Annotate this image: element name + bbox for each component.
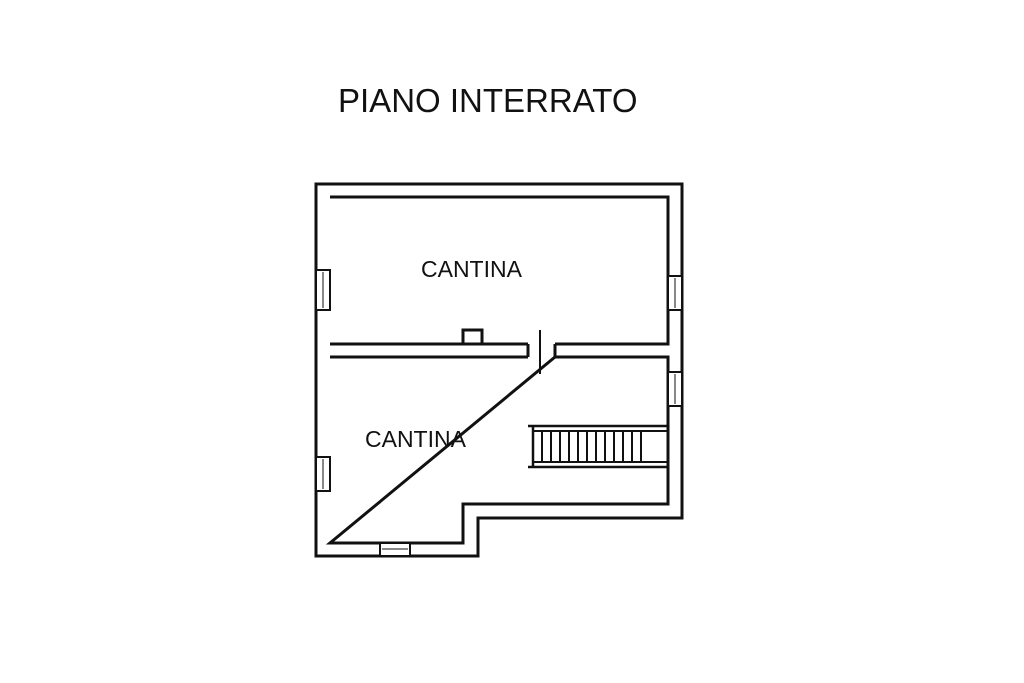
walls bbox=[314, 182, 684, 558]
partition-door-jambs bbox=[526, 344, 557, 357]
lower-room-inner-line bbox=[325, 355, 670, 545]
staircase bbox=[528, 424, 668, 469]
outer-wall-outer-line bbox=[314, 182, 684, 558]
room-label-lower: CANTINA bbox=[365, 426, 466, 452]
windows bbox=[315, 269, 683, 557]
floor-plan-title: PIANO INTERRATO bbox=[338, 82, 638, 119]
stair-treads bbox=[541, 431, 642, 462]
room-label-upper: CANTINA bbox=[421, 256, 522, 282]
upper-room-inner-line bbox=[330, 195, 670, 346]
